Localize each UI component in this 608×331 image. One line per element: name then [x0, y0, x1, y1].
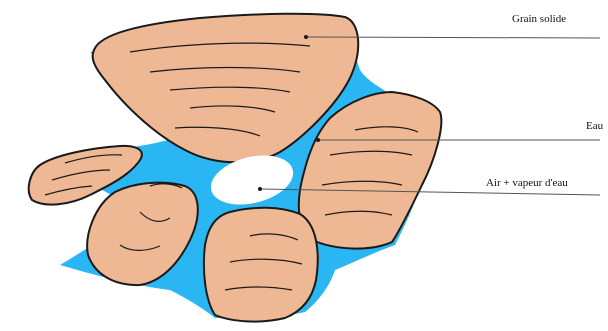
- label-grain-solide: Grain solide: [512, 14, 566, 25]
- label-air-vapeur: Air + vapeur d'eau: [486, 178, 568, 189]
- dot-air: [258, 187, 262, 191]
- dot-grain-solide: [304, 35, 308, 39]
- dot-eau: [316, 138, 320, 142]
- grain-bottom: [204, 208, 318, 322]
- label-eau: Eau: [586, 121, 603, 132]
